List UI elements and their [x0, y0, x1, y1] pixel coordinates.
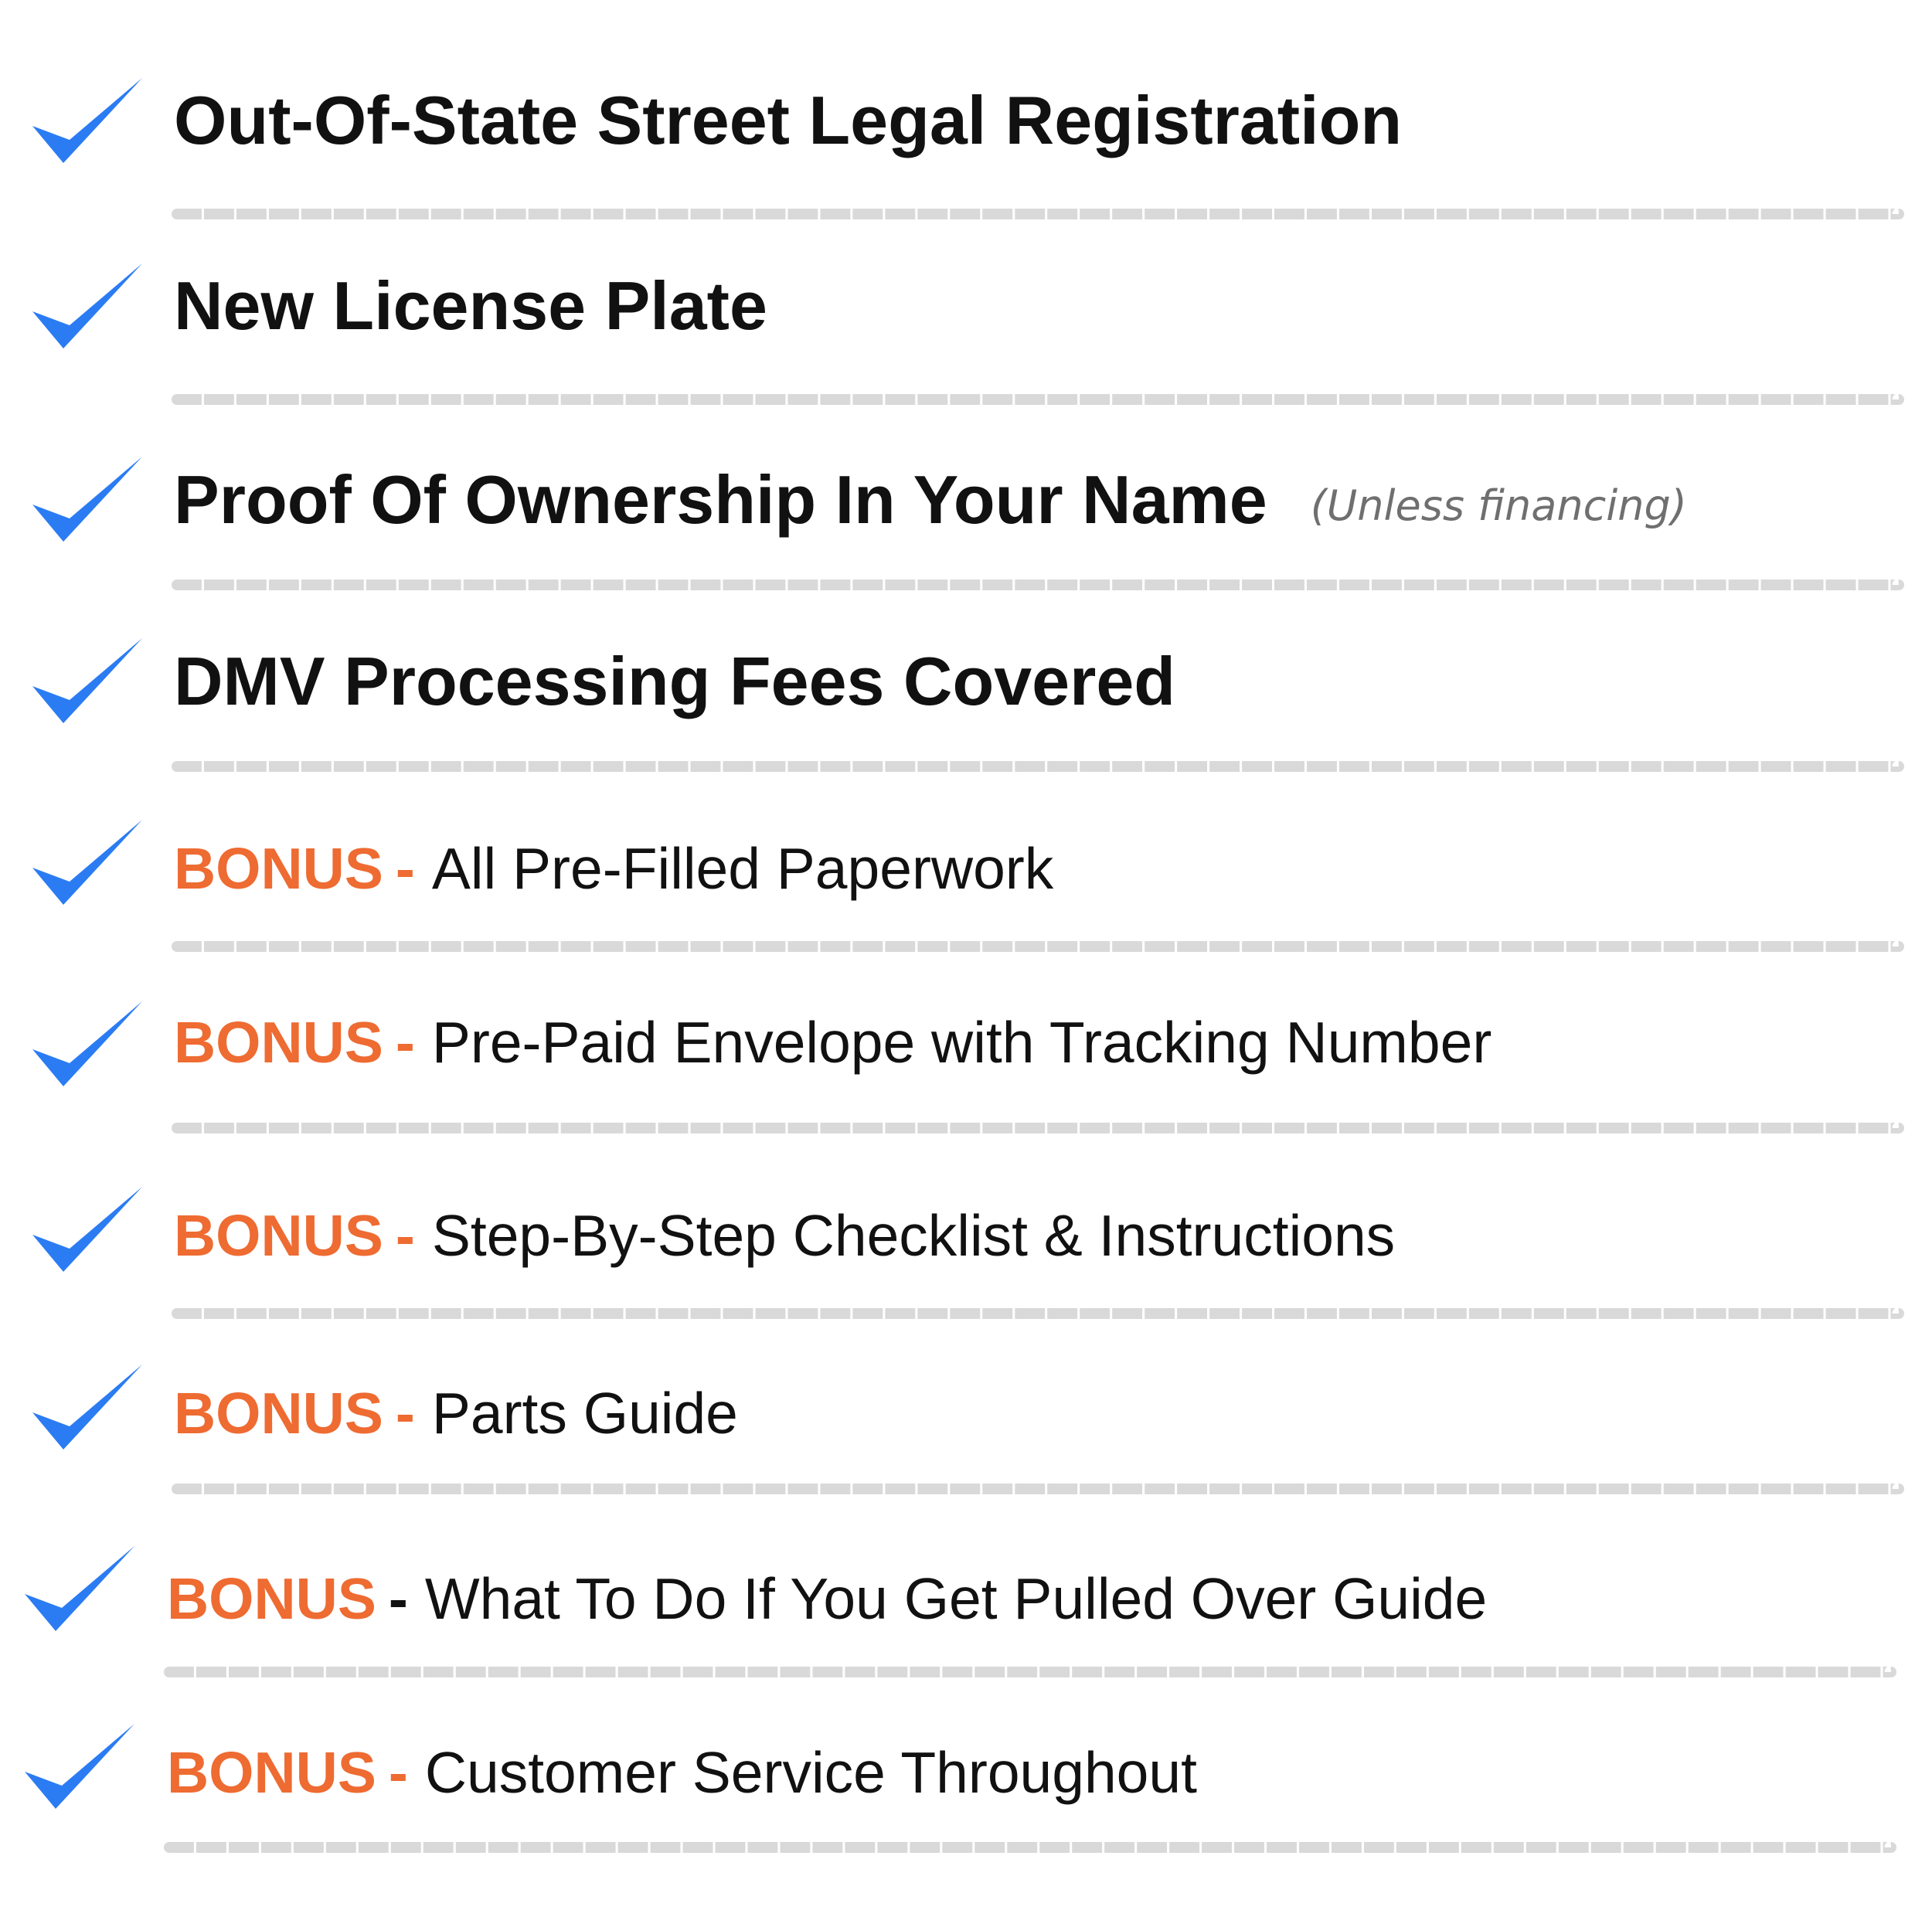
divider — [172, 941, 1904, 952]
bonus-tag: BONUS — [174, 1381, 383, 1446]
item-label: Step-By-Step Checklist & Instructions — [431, 1203, 1396, 1268]
item-label: New License Plate — [174, 267, 767, 344]
bonus-separator: - — [388, 1740, 408, 1805]
item-label: Proof Of Ownership In Your Name — [174, 461, 1267, 538]
item-note: (Unless financing) — [1310, 481, 1687, 530]
checkmark-icon — [29, 815, 145, 919]
checkmark-icon — [29, 259, 145, 363]
list-item: New License Plate — [174, 272, 767, 340]
divider — [172, 761, 1904, 772]
bonus-tag: BONUS — [174, 1010, 383, 1075]
bonus-separator: - — [395, 1381, 415, 1446]
checkmark-icon — [29, 1182, 145, 1286]
checkmark-icon — [29, 452, 145, 556]
checkmark-icon — [29, 997, 145, 1101]
checkmark-icon — [22, 1541, 138, 1646]
item-label: All Pre-Filled Paperwork — [431, 836, 1054, 901]
divider — [172, 1483, 1904, 1494]
list-item: BONUS-What To Do If You Get Pulled Over … — [167, 1570, 1487, 1628]
item-label: What To Do If You Get Pulled Over Guide — [424, 1566, 1488, 1631]
item-label: Customer Service Throughout — [424, 1740, 1197, 1805]
checkmark-icon — [29, 1360, 145, 1464]
bonus-tag: BONUS — [174, 836, 383, 901]
bonus-separator: - — [395, 836, 415, 901]
list-item: Proof Of Ownership In Your Name(Unless f… — [174, 466, 1687, 534]
bonus-tag: BONUS — [167, 1740, 376, 1805]
list-item: BONUS-Pre-Paid Envelope with Tracking Nu… — [174, 1014, 1492, 1072]
item-label: Parts Guide — [431, 1381, 738, 1446]
divider — [164, 1842, 1896, 1853]
bonus-separator: - — [395, 1010, 415, 1075]
list-item: BONUS-Parts Guide — [174, 1385, 738, 1443]
bonus-tag: BONUS — [174, 1203, 383, 1268]
list-item: Out-Of-State Street Legal Registration — [174, 87, 1402, 155]
checkmark-icon — [29, 73, 145, 178]
item-label: Pre-Paid Envelope with Tracking Number — [431, 1010, 1492, 1075]
checkmark-icon — [22, 1719, 138, 1823]
item-label: Out-Of-State Street Legal Registration — [174, 82, 1403, 158]
list-item: BONUS-Step-By-Step Checklist & Instructi… — [174, 1207, 1395, 1265]
bonus-separator: - — [388, 1566, 408, 1631]
list-item: BONUS-Customer Service Throughout — [167, 1744, 1197, 1802]
divider — [172, 579, 1904, 590]
checkmark-icon — [29, 634, 145, 738]
item-label: DMV Processing Fees Covered — [174, 643, 1176, 719]
list-item: BONUS-All Pre-Filled Paperwork — [174, 840, 1053, 898]
divider — [172, 394, 1904, 405]
bonus-separator: - — [395, 1203, 415, 1268]
divider — [172, 1308, 1904, 1319]
divider — [172, 1123, 1904, 1133]
divider — [164, 1667, 1896, 1677]
bonus-tag: BONUS — [167, 1566, 376, 1631]
divider — [172, 209, 1904, 219]
list-item: DMV Processing Fees Covered — [174, 647, 1175, 715]
